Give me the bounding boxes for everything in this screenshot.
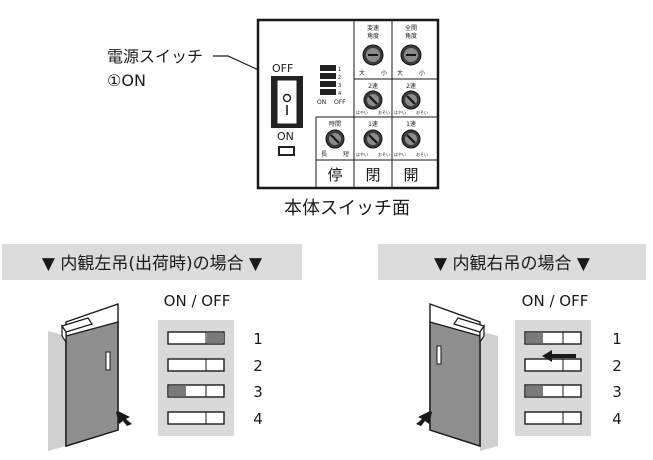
callout-label: 電源スイッチ (107, 47, 203, 66)
left-dip-switches (167, 331, 225, 425)
knob-max-label: 短 (343, 150, 349, 158)
left-onoff-label: ON / OFF (164, 292, 231, 310)
mini-dip-off-label: OFF (334, 99, 346, 106)
knob-full-open-angle: 全開 角度 大 小 (397, 24, 425, 77)
right-hinge-config: ▼ 内観右吊の場合 ▼ ON / OFF 1 2 3 4 (378, 244, 646, 451)
knob-slot (368, 134, 378, 144)
knob-label: 角度 (367, 32, 379, 40)
knob-slot (406, 95, 416, 105)
knob-first-speed-close: 1速 はやい おそい (356, 121, 390, 157)
right-dip-switch-4[interactable] (524, 411, 582, 425)
knob-label: 2速 (368, 83, 378, 90)
knob-first-speed-open: 1速 はやい おそい (394, 121, 428, 157)
stop-label: 停 (327, 166, 342, 184)
left-dip-switch-4[interactable] (167, 411, 225, 425)
mini-dip-num-2: 2 (338, 75, 341, 81)
knob-label: 全開 (405, 24, 417, 32)
knob-max-label: おそい (416, 151, 428, 157)
switch-panel: OFF ON 1 2 3 4 ON OFF 変速 (256, 18, 440, 190)
mini-dip-2[interactable] (320, 73, 336, 79)
mini-dip-4[interactable] (320, 89, 336, 95)
right-config-banner (378, 244, 646, 280)
mini-dip-num-4: 4 (338, 91, 341, 97)
door-frame-shadow (480, 331, 498, 451)
panel-caption: 本体スイッチ面 (284, 198, 410, 219)
knob-second-speed-open: 2速 はやい おそい (394, 83, 428, 115)
knob-slot (368, 95, 378, 105)
knob-label: 時間 (329, 120, 341, 128)
right-door-illustration (416, 303, 498, 451)
right-dip-switch-knob-3 (526, 386, 543, 396)
left-dip-switch-2[interactable] (167, 358, 225, 372)
left-switch-num-2: 2 (253, 357, 263, 375)
right-switch-num-3: 3 (612, 383, 622, 401)
left-dip-switch-knob-1 (207, 333, 224, 343)
knob-min-label: 大 (397, 69, 403, 77)
switch-move-arrow-icon (542, 350, 576, 362)
right-dip-switches (524, 331, 582, 425)
mini-dip-1[interactable] (320, 65, 336, 71)
door-closer-side (61, 324, 67, 344)
right-config-title: ▼ 内観右吊の場合 ▼ (434, 254, 591, 274)
door-hinge-arrow-icon (416, 411, 432, 426)
door-hinge-arrow-icon (116, 411, 132, 426)
knob-second-speed-close: 2速 はやい おそい (356, 83, 390, 115)
left-switch-num-3: 3 (253, 383, 263, 401)
knob-stop-time: 時間 長 短 (321, 120, 349, 158)
knob-label: 角度 (405, 32, 417, 40)
left-config-title: ▼ 内観左吊(出荷時)の場合 ▼ (42, 254, 263, 274)
knob-slot (330, 134, 340, 144)
right-switch-num-2: 2 (612, 357, 622, 375)
knob-speed-angle: 変速 角度 大 小 (359, 24, 387, 77)
knob-max-label: 小 (419, 69, 425, 77)
knob-label: 1速 (368, 121, 378, 128)
power-on-label: ON (277, 130, 294, 143)
left-config-banner (2, 244, 302, 280)
knob-min-label: はやい (356, 151, 368, 157)
door-frame-shadow (48, 331, 66, 451)
right-switch-num-4: 4 (612, 410, 622, 428)
callout-on-label: ①ON (107, 71, 146, 90)
right-dip-switch-2[interactable] (524, 358, 582, 372)
knob-min-label: 長 (321, 151, 327, 158)
right-switch-num-1: 1 (612, 330, 622, 348)
mini-dip-num-1: 1 (338, 67, 341, 73)
mini-dip-switch: 1 2 3 4 ON OFF (317, 65, 346, 106)
left-dip-switch-knob-3 (169, 386, 186, 396)
left-switch-num-1: 1 (253, 330, 263, 348)
power-off-label: OFF (272, 62, 293, 75)
knob-label: 2速 (406, 83, 416, 90)
door-closer-side (479, 324, 485, 344)
power-off-symbol (282, 93, 292, 103)
knob-min-label: はやい (356, 109, 368, 115)
knob-slot (406, 134, 416, 144)
door-handle (105, 351, 111, 371)
knob-min-label: はやい (394, 151, 406, 157)
knob-max-label: おそい (416, 109, 428, 115)
knob-min-label: はやい (394, 109, 406, 115)
knob-min-label: 大 (359, 69, 365, 77)
knob-max-label: 小 (381, 69, 387, 77)
door-handle (436, 345, 442, 365)
close-label: 閉 (365, 166, 380, 184)
left-hinge-config: ▼ 内観左吊(出荷時)の場合 ▼ ON / OFF 1 2 3 4 (2, 244, 302, 451)
right-dip-switch-knob-1 (526, 333, 543, 343)
knob-label: 1速 (406, 121, 416, 128)
knob-label: 変速 (367, 24, 379, 32)
power-switch-callout: 電源スイッチ ①ON (107, 47, 277, 90)
left-door-illustration (48, 303, 132, 451)
knob-max-label: おそい (378, 151, 390, 157)
power-indicator-lamp (278, 146, 295, 156)
left-switch-num-4: 4 (253, 410, 263, 428)
mini-dip-on-label: ON (317, 99, 326, 106)
door-panel (65, 321, 119, 447)
open-label: 開 (403, 166, 418, 184)
knob-max-label: おそい (378, 109, 390, 115)
door-panel (429, 321, 481, 447)
right-onoff-label: ON / OFF (522, 292, 589, 310)
mini-dip-3[interactable] (320, 81, 336, 87)
mini-dip-num-3: 3 (338, 83, 341, 89)
